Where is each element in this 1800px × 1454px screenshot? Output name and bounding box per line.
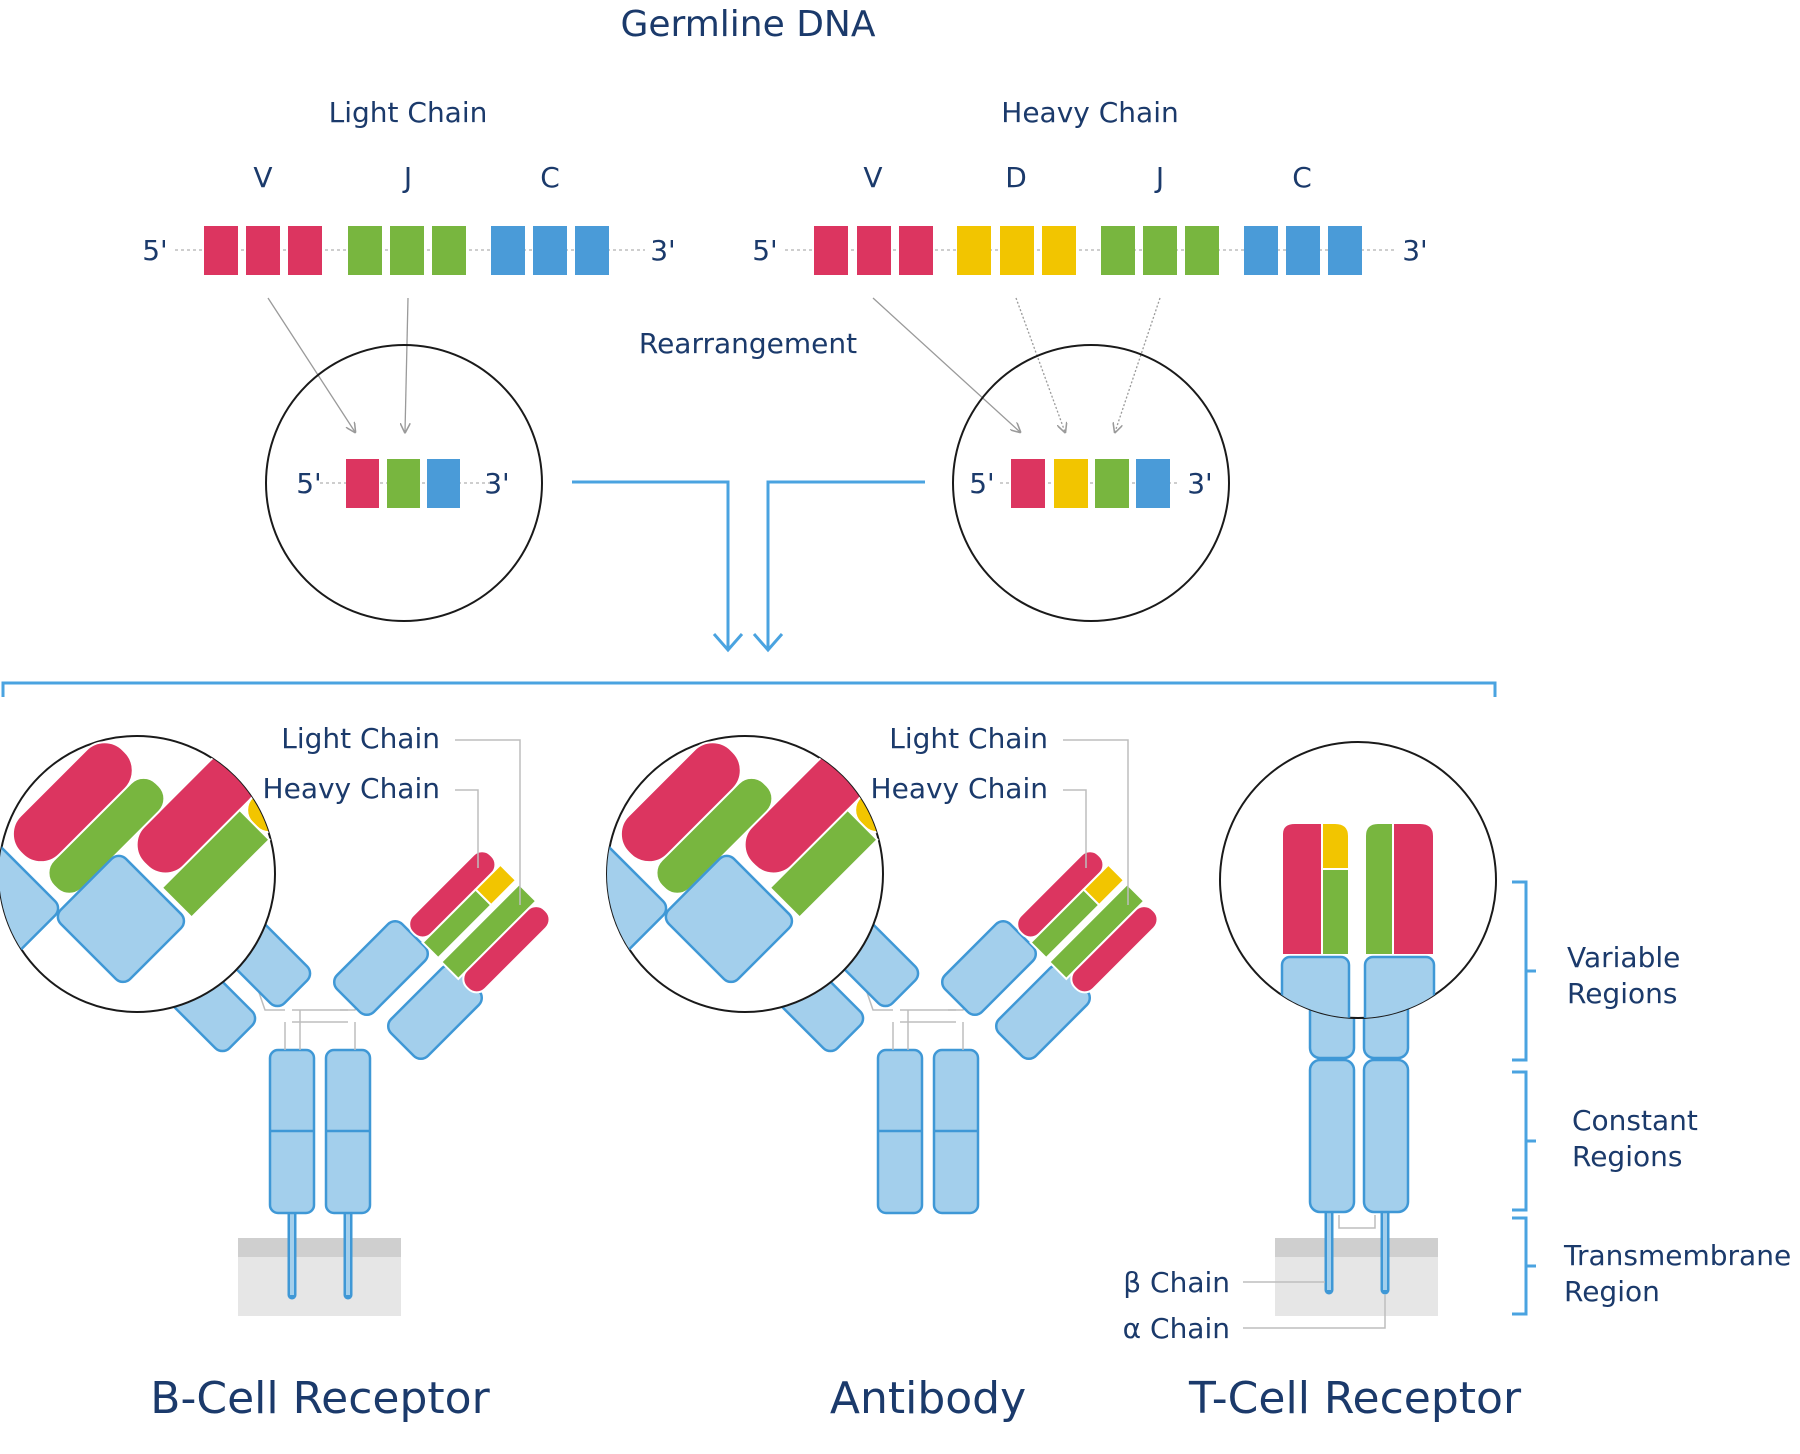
variable-regions-line2: Regions <box>1567 977 1677 1010</box>
heavy-five-prime: 5' <box>752 234 778 267</box>
light-c-segment <box>533 226 567 275</box>
rearranged-j-segment <box>1095 459 1129 508</box>
rearranged-d-segment <box>1054 459 1088 508</box>
antibody-light-chain-label: Light Chain <box>889 722 1048 755</box>
rearranged-v-segment <box>1011 459 1045 508</box>
light-c-label: C <box>540 161 560 194</box>
heavy-j-label: J <box>1154 161 1164 194</box>
light-chain-germline-label: Light Chain <box>329 96 488 129</box>
heavy-d-segment <box>1000 226 1034 275</box>
heavy-v-segment <box>814 226 848 275</box>
bcr-light-chain-label: Light Chain <box>281 722 440 755</box>
antibody: Light Chain Heavy Chain Antibody <box>606 722 1159 1424</box>
heavy-v-segment <box>857 226 891 275</box>
antibody-zoom-fab <box>607 741 883 984</box>
tcr-constant-domain <box>1362 1058 1410 1214</box>
antibody-caption: Antibody <box>830 1373 1026 1424</box>
antibody-right-arm <box>940 850 1159 1061</box>
heavy-v-label: V <box>863 161 882 194</box>
t-cell-receptor: β Chain α Chain T-Cell Receptor <box>1123 741 1522 1424</box>
light-v-segment <box>204 226 238 275</box>
light-c-segment <box>575 226 609 275</box>
heavy-chain-germline-label: Heavy Chain <box>1001 96 1178 129</box>
heavy-c-segment <box>1328 226 1362 275</box>
constant-regions-line1: Constant <box>1572 1104 1698 1137</box>
assembly-connectors <box>1 480 1497 697</box>
heavy-j-segment <box>1185 226 1219 275</box>
rearranged-j-segment <box>387 459 420 508</box>
light-five-prime: 5' <box>142 234 168 267</box>
light-j-label: J <box>402 161 412 194</box>
heavy-v-segment <box>899 226 933 275</box>
transmembrane-region-line2: Region <box>1564 1275 1660 1308</box>
light-three-prime: 3' <box>650 234 676 267</box>
bcr-right-arm <box>332 850 551 1061</box>
heavy-three-prime: 3' <box>1402 234 1428 267</box>
light-j-segment <box>348 226 382 275</box>
heavy-j-segment <box>1101 226 1135 275</box>
light-j-segment <box>390 226 424 275</box>
bcr-caption: B-Cell Receptor <box>150 1373 490 1424</box>
rearrangement-arrows <box>267 297 1161 432</box>
rearrangement-label: Rearrangement <box>639 327 857 360</box>
heavy-c-segment <box>1244 226 1278 275</box>
heavy-c-label: C <box>1292 161 1312 194</box>
rearranged-c-segment <box>1136 459 1170 508</box>
heavy-c-segment <box>1286 226 1320 275</box>
light-v-segment <box>246 226 280 275</box>
constant-regions-line2: Regions <box>1572 1140 1682 1173</box>
heavy-rearranged-zoom: 5' 3' <box>952 344 1230 622</box>
tcr-constant-domain <box>1308 1058 1356 1214</box>
variable-regions-line1: Variable <box>1567 941 1680 974</box>
light-v-segment <box>288 226 322 275</box>
light-c-segment <box>491 226 525 275</box>
tcr-caption: T-Cell Receptor <box>1188 1373 1522 1424</box>
heavy-d-segment <box>957 226 991 275</box>
bcr-heavy-chain-label: Heavy Chain <box>263 772 440 805</box>
light-j-segment <box>432 226 466 275</box>
light-rearranged-zoom: 5' 3' <box>265 344 543 622</box>
heavy-rearranged-five-prime: 5' <box>969 467 995 500</box>
heavy-chain-germline: Heavy Chain V D J C 5' 3' <box>752 96 1428 275</box>
bcr-zoom-fab <box>0 741 275 984</box>
diagram-title: Germline DNA <box>621 4 876 45</box>
heavy-rearranged-three-prime: 3' <box>1187 467 1213 500</box>
light-rearranged-five-prime: 5' <box>296 467 322 500</box>
tcr-alpha-chain-label: α Chain <box>1123 1312 1230 1345</box>
rearranged-v-segment <box>346 459 379 508</box>
light-chain-germline: Light Chain V J C 5' 3' <box>142 96 676 275</box>
transmembrane-region-line1: Transmembrane <box>1563 1239 1791 1272</box>
region-brackets <box>1512 880 1536 1316</box>
tcr-beta-chain-label: β Chain <box>1123 1266 1230 1299</box>
antibody-heavy-chain-label: Heavy Chain <box>871 772 1048 805</box>
rearranged-c-segment <box>427 459 460 508</box>
heavy-d-segment <box>1042 226 1076 275</box>
light-v-label: V <box>253 161 272 194</box>
b-cell-receptor: Light Chain Heavy Chain B-Cell Receptor <box>0 722 551 1424</box>
heavy-j-segment <box>1143 226 1177 275</box>
light-rearranged-three-prime: 3' <box>484 467 510 500</box>
heavy-d-label: D <box>1005 161 1027 194</box>
